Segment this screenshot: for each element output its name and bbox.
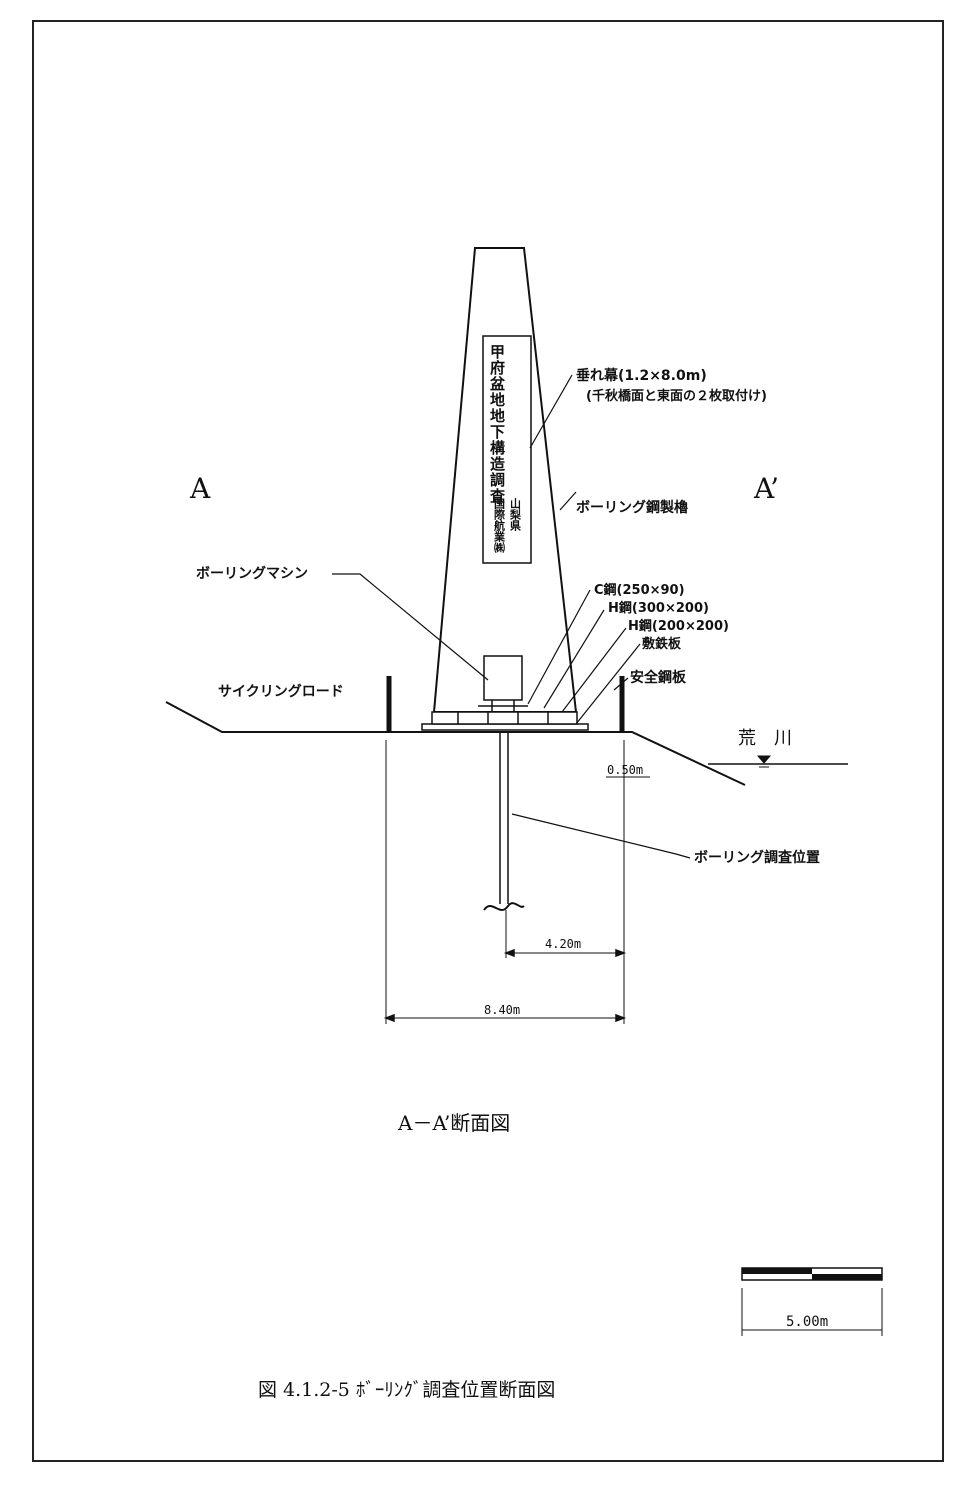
- h-steel-beams: [431, 711, 578, 725]
- machine-label: ボーリングマシン: [196, 565, 308, 582]
- figure-caption: 図 4.1.2-5 ﾎﾞｰﾘﾝｸﾞ調査位置断面図: [258, 1379, 555, 1401]
- river-label: 荒 川: [738, 728, 792, 749]
- c-steel-label: C鋼(250×90): [594, 582, 685, 598]
- section-title: A－A’断面図: [397, 1111, 510, 1135]
- h-steel-1-label: H鋼(300×200): [608, 600, 709, 616]
- safety-plate-label: 安全鋼板: [630, 669, 687, 686]
- section-marker-right: A’: [753, 472, 779, 505]
- boring-machine: [483, 655, 523, 701]
- water-depth-dim: 0.50m: [607, 763, 643, 777]
- banner-title-label: 垂れ幕(1.2×8.0m): [576, 367, 707, 384]
- scale-bar-label: 5.00m: [786, 1314, 828, 1330]
- banner-panel: [482, 335, 532, 564]
- tower-label: ボーリング鋼製櫓: [576, 499, 688, 516]
- section-marker-left: A: [189, 472, 211, 505]
- banner-side-text-2: 国際航業㈱: [493, 498, 507, 554]
- banner-main-text: 甲府盆地地下構造調査: [488, 344, 506, 504]
- banner-side-text-1: 山梨県: [509, 497, 523, 532]
- banner-note-label: (千秋橋面と東面の２枚取付け): [586, 388, 767, 404]
- full-width-dim: 8.40m: [484, 1003, 520, 1017]
- boring-position-label: ボーリング調査位置: [694, 849, 820, 866]
- cycling-road-label: サイクリングロード: [218, 683, 344, 700]
- h-steel-2-label: H鋼(200×200): [628, 618, 729, 634]
- drawing-frame: [32, 20, 944, 1462]
- half-width-dim: 4.20m: [545, 937, 581, 951]
- ground-line: [165, 701, 746, 786]
- steel-base-plate: [421, 723, 589, 731]
- plate-label: 敷鉄板: [642, 636, 682, 652]
- water-level-mark: [756, 755, 772, 764]
